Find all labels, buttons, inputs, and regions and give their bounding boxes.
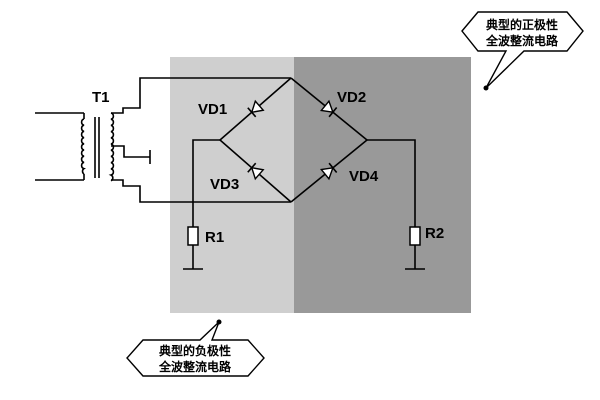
diode-vd2-label: VD2 <box>337 89 366 106</box>
diode-vd3 <box>247 162 265 181</box>
diode-vd1-label: VD1 <box>198 101 227 118</box>
resistor-r1 <box>187 226 199 246</box>
positive-polarity-region <box>294 57 471 313</box>
diode-vd3-label: VD3 <box>210 176 239 193</box>
negative-polarity-callout: 典型的负极性 全波整流电路 <box>126 319 265 377</box>
positive-polarity-callout: 典型的正极性 全波整流电路 <box>461 11 584 91</box>
resistor-r2 <box>409 226 421 246</box>
positive-callout-line1: 典型的正极性 <box>486 17 558 32</box>
diode-vd4 <box>320 162 338 181</box>
transformer-label: T1 <box>92 89 110 106</box>
negative-callout-line1: 典型的负极性 <box>159 343 231 358</box>
diode-vd2 <box>320 99 338 118</box>
transformer-t1 <box>35 77 170 203</box>
bridge-wiring <box>170 77 425 270</box>
negative-callout-line2: 全波整流电路 <box>158 359 232 374</box>
positive-callout-line2: 全波整流电路 <box>485 33 559 48</box>
diode-vd4-label: VD4 <box>349 168 379 185</box>
negative-polarity-region <box>170 57 294 313</box>
resistor-r1-label: R1 <box>205 229 224 246</box>
diode-vd1 <box>247 99 265 118</box>
resistor-r2-label: R2 <box>425 225 444 242</box>
